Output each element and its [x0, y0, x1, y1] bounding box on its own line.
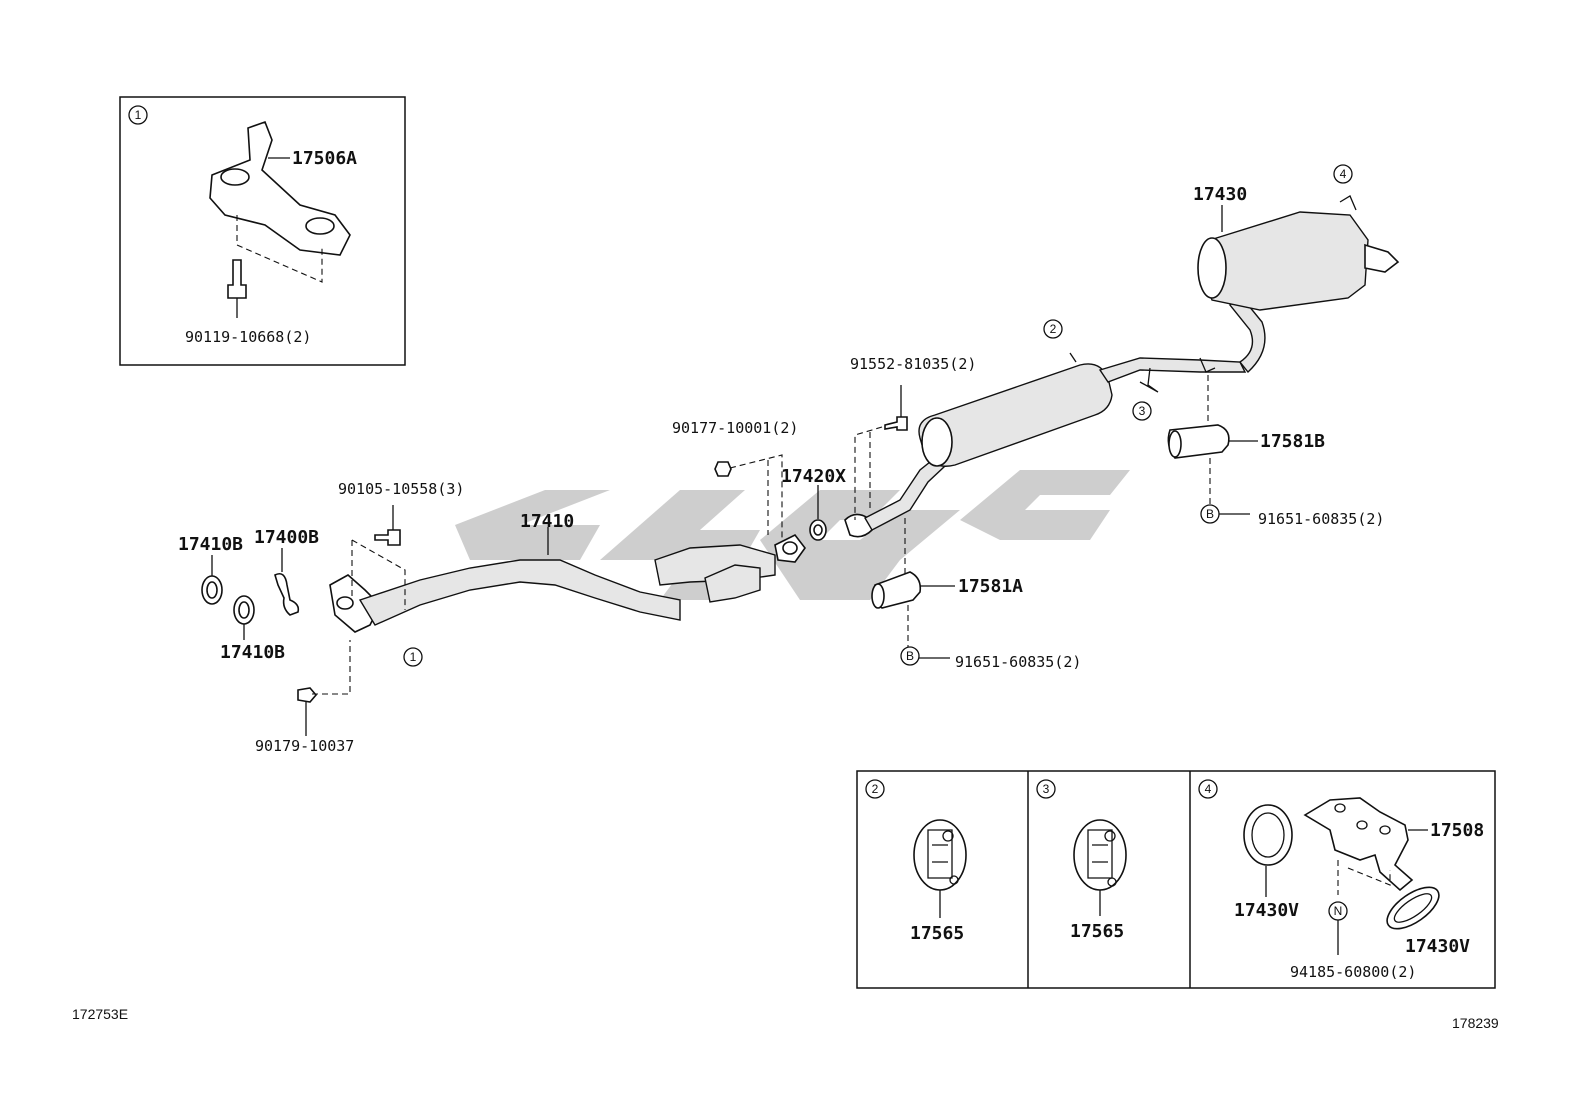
front-pipe-body [358, 559, 681, 626]
marker-circle-1-main [403, 647, 423, 667]
ring-17581B-group: 17581B B 91651-60835(2) [1167, 375, 1384, 528]
callout-90177-10001: 90177-10001(2) [672, 419, 798, 437]
marker-4-box-label: 4 [1205, 782, 1212, 796]
callout-17430V-left: 17430V [1234, 900, 1299, 921]
bolt-90119 [227, 259, 247, 299]
marker-4-label: 4 [1340, 167, 1347, 181]
callout-17400B: 17400B [254, 527, 319, 548]
nut-90177 [714, 461, 732, 477]
callout-17565-b: 17565 [1070, 921, 1124, 942]
ring-17430V-right [1386, 886, 1440, 930]
ring-17581B [1167, 424, 1230, 459]
hanger-3 [1139, 367, 1159, 393]
bolt-91552 [884, 416, 908, 431]
front-pipe-17410: 1 17410 [329, 511, 806, 667]
marker-2-label: 2 [1050, 322, 1057, 336]
bracket-stud-right [305, 217, 335, 235]
ring-17581A-group: 17581A B 91651-60835(2) [871, 518, 1081, 671]
bolt-90105 [374, 529, 401, 546]
callout-17581B: 17581B [1260, 431, 1325, 452]
callout-17581A: 17581A [958, 576, 1023, 597]
callout-91651-60835-left: 91651-60835(2) [955, 653, 1081, 671]
callout-91552-81035: 91552-81035(2) [850, 355, 976, 373]
callout-17430: 17430 [1193, 184, 1247, 205]
gasket-17420X-group: 17420X [781, 466, 846, 541]
tail-tip [1364, 243, 1400, 273]
watermark-logo [455, 470, 1130, 600]
center-muffler-end [921, 417, 953, 467]
marker-3-box-label: 3 [1043, 782, 1050, 796]
center-pipe-assembly: 2 3 91552-81035(2) [844, 319, 1247, 538]
bracket-17506A [209, 120, 351, 256]
marker-3-label: 3 [1139, 404, 1146, 418]
callout-17410: 17410 [520, 511, 574, 532]
callout-94185-60800: 94185-60800(2) [1290, 963, 1416, 981]
marker-circle-1 [128, 105, 148, 125]
callout-90179-10037: 90179-10037 [255, 737, 354, 755]
bolt-b-right-label: B [1206, 507, 1214, 521]
inset-box-1: 1 17506A 90119-10668(2) [119, 96, 406, 366]
marker-circle-4 [1333, 164, 1353, 184]
marker-1-label: 1 [135, 108, 142, 122]
marker-2-box-label: 2 [872, 782, 879, 796]
ring-17430V-left [1243, 804, 1293, 866]
detail-boxes: 2 17565 3 17565 4 17430V 17508 17430V [856, 770, 1496, 989]
catalytic-converter-lower [704, 564, 761, 603]
callout-91651-60835-right: 91651-60835(2) [1258, 510, 1384, 528]
marker-circle-3 [1132, 401, 1152, 421]
center-muffler [918, 363, 1113, 467]
marker-circle-2 [1043, 319, 1063, 339]
marker-1-main-label: 1 [410, 650, 417, 664]
callout-17506A: 17506A [292, 148, 357, 169]
bolt-b-left-label: B [906, 649, 914, 663]
nut-n-label: N [1334, 904, 1343, 918]
callout-17565-a: 17565 [910, 923, 964, 944]
footer-left-code: 172753E [72, 1006, 128, 1022]
callout-17410B-top: 17410B [178, 534, 243, 555]
callout-17420X: 17420X [781, 466, 846, 487]
marker-circle-3-box [1036, 779, 1056, 799]
gaskets-left: 17410B 17410B 17400B [178, 527, 319, 663]
bolt-circle-b-left [900, 646, 920, 666]
marker-circle-2-box [865, 779, 885, 799]
bracket-17508 [1303, 797, 1414, 892]
front-fasteners: 90105-10558(3) 90177-10001(2) 90179-1003… [255, 419, 798, 755]
callout-17508: 17508 [1430, 820, 1484, 841]
callout-90119-10668: 90119-10668(2) [185, 328, 311, 346]
rear-muffler-assembly: 4 17430 [1193, 164, 1400, 374]
intermediate-pipe [1098, 357, 1247, 383]
bracket-stud-left [220, 168, 250, 186]
callout-17410B-bottom: 17410B [220, 642, 285, 663]
callout-17430V-right: 17430V [1405, 936, 1470, 957]
rear-muffler-end [1197, 237, 1227, 299]
marker-circle-4-box [1198, 779, 1218, 799]
footer-right-code: 178239 [1452, 1015, 1499, 1031]
gasket-17400B [274, 572, 300, 616]
nut-90179 [297, 687, 318, 703]
callout-90105-10558: 90105-10558(3) [338, 480, 464, 498]
